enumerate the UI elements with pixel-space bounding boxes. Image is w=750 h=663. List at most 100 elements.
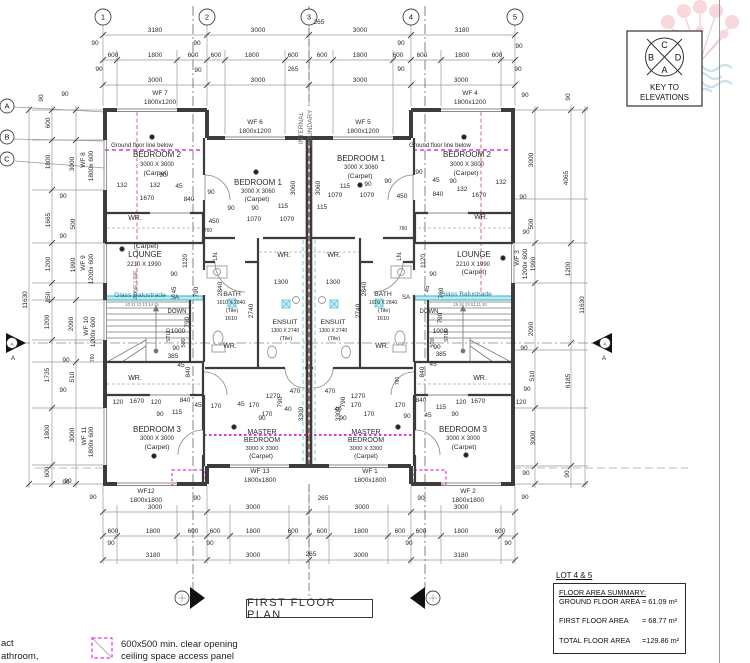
plan-label: INTERNAL xyxy=(298,112,305,145)
plan-label: 1735 xyxy=(44,367,51,382)
plan-label: 170 xyxy=(249,402,260,409)
dimension-tick xyxy=(511,532,519,540)
window-lines xyxy=(103,108,515,486)
plan-label: 760 xyxy=(204,228,213,234)
plan-label: 600 xyxy=(393,52,404,59)
plan-label: (Carpet) xyxy=(454,170,479,177)
plan-label: 1200x 600 xyxy=(90,316,97,347)
summary-row-value: = 61.09 m² xyxy=(642,597,678,606)
plan-label: 90 xyxy=(206,540,214,547)
plan-label: 40 xyxy=(284,406,292,413)
plan-label: (Carpet) xyxy=(462,269,487,276)
dimension-tick xyxy=(25,106,33,114)
plan-label: 600 xyxy=(495,528,506,535)
plan-label: 1990 xyxy=(70,257,77,272)
plan-label: 132 xyxy=(496,179,507,186)
plan-label: Glass Balustrade xyxy=(440,291,492,298)
plan-label: 1610 xyxy=(377,316,389,322)
plan-label: 90 xyxy=(519,194,527,201)
note-fragment-2: athroom, xyxy=(1,651,39,662)
plan-label: 1990 xyxy=(530,256,537,271)
plan-label: 1800 xyxy=(455,52,470,59)
plan-label: 1800x 600 xyxy=(88,426,95,457)
dimension-tick xyxy=(48,136,56,144)
plan-label: 3060 xyxy=(290,180,297,195)
dimension-tick xyxy=(99,508,107,516)
plan-label: 840 xyxy=(185,366,192,377)
plan-label: WR. xyxy=(473,375,487,382)
dimension-tick xyxy=(25,480,33,488)
dimension-tick xyxy=(511,556,519,564)
plan-label: SA xyxy=(171,295,179,301)
plan-label: 600 xyxy=(188,52,199,59)
summary-row-label: FIRST FLOOR AREA xyxy=(559,616,629,625)
plan-label: 170 xyxy=(262,411,273,418)
section-marker-bottom-right xyxy=(410,587,441,609)
dimension-tick xyxy=(48,296,56,304)
note-fragment-1: act xyxy=(1,638,14,649)
plan-label: WF 7 xyxy=(152,90,168,97)
plan-label: 4065 xyxy=(563,170,570,185)
plan-label: MASTER xyxy=(247,429,276,436)
dimension-tick xyxy=(567,462,575,470)
plan-label: 760 xyxy=(395,377,401,386)
plan-label: 40 xyxy=(334,406,342,413)
plan-label: 470 xyxy=(290,388,301,395)
plan-label: WF 13 xyxy=(250,468,270,475)
plan-label: 3180 xyxy=(146,552,161,559)
section-marker-right-edge: A A xyxy=(592,333,612,362)
plan-label: 90 xyxy=(417,495,425,502)
plan-label: Ground floor line below xyxy=(111,143,173,149)
summary-row-label: TOTAL FLOOR AREA xyxy=(559,636,631,645)
plan-label: 3000 X 3300 xyxy=(246,446,279,452)
plan-label: 132 xyxy=(457,186,468,193)
section-ref-right-label: A xyxy=(602,356,606,362)
plan-label: 1800x1200 xyxy=(454,99,487,106)
plan-label: 1300 X 2740 xyxy=(271,328,300,334)
plan-label: 1800 xyxy=(353,52,368,59)
plan-label: 1300 X 2740 xyxy=(319,328,348,334)
stairs-left-unit xyxy=(106,301,190,363)
plan-label: 3000 xyxy=(246,552,261,559)
plan-label: (Tile) xyxy=(280,336,292,342)
plan-label: 90 xyxy=(59,193,67,200)
plan-label: 1270 xyxy=(351,393,366,400)
dimension-tick xyxy=(72,106,80,114)
plan-label: 90 xyxy=(405,540,413,547)
plan-label: 3000 X 3000 xyxy=(450,162,485,168)
plan-label: 90 xyxy=(107,540,115,547)
plan-label: 500 xyxy=(430,338,436,347)
plan-label: 2210 X 1990 xyxy=(456,262,491,268)
plan-label: ZONE LINE xyxy=(133,270,139,299)
plan-label: BEDROOM xyxy=(348,437,384,444)
plan-label: 90 xyxy=(38,94,45,102)
plan-label: WF 8 xyxy=(80,152,87,168)
dimension-tick xyxy=(531,346,539,354)
stairs-right-unit xyxy=(428,301,512,363)
plan-label: 90 xyxy=(62,357,70,364)
plan-label: 3000 X 3000 xyxy=(446,436,481,442)
plan-label: 600 xyxy=(317,52,328,59)
plan-label: 1665 xyxy=(45,212,52,227)
floor-area-summary-table: FLOOR AREA SUMMARY: GROUND FLOOR AREA = … xyxy=(553,583,686,654)
dimension-tick xyxy=(407,556,415,564)
plan-label: 1800x1200 xyxy=(144,99,177,106)
lot-label: LOT 4 & 5 xyxy=(556,571,593,580)
plan-label: 790 xyxy=(340,396,347,407)
dimension-tick xyxy=(511,508,519,516)
dimension-tick xyxy=(511,81,519,89)
plan-label: 3180 xyxy=(455,27,470,34)
plan-label: 132 xyxy=(150,182,161,189)
plan-label: WF12 xyxy=(137,488,155,495)
dimension-tick xyxy=(531,106,539,114)
plan-label: LN. xyxy=(397,251,403,261)
grid-bubble-label: A xyxy=(4,102,9,111)
dimension-tick xyxy=(203,508,211,516)
grid-bubble: A xyxy=(0,98,15,114)
dimension-tick xyxy=(48,336,56,344)
plan-label: 3000 X 3000 xyxy=(140,436,175,442)
plan-label: 3000 xyxy=(354,552,369,559)
plan-label: 45 xyxy=(425,285,431,292)
plan-label: 600 xyxy=(188,528,199,535)
